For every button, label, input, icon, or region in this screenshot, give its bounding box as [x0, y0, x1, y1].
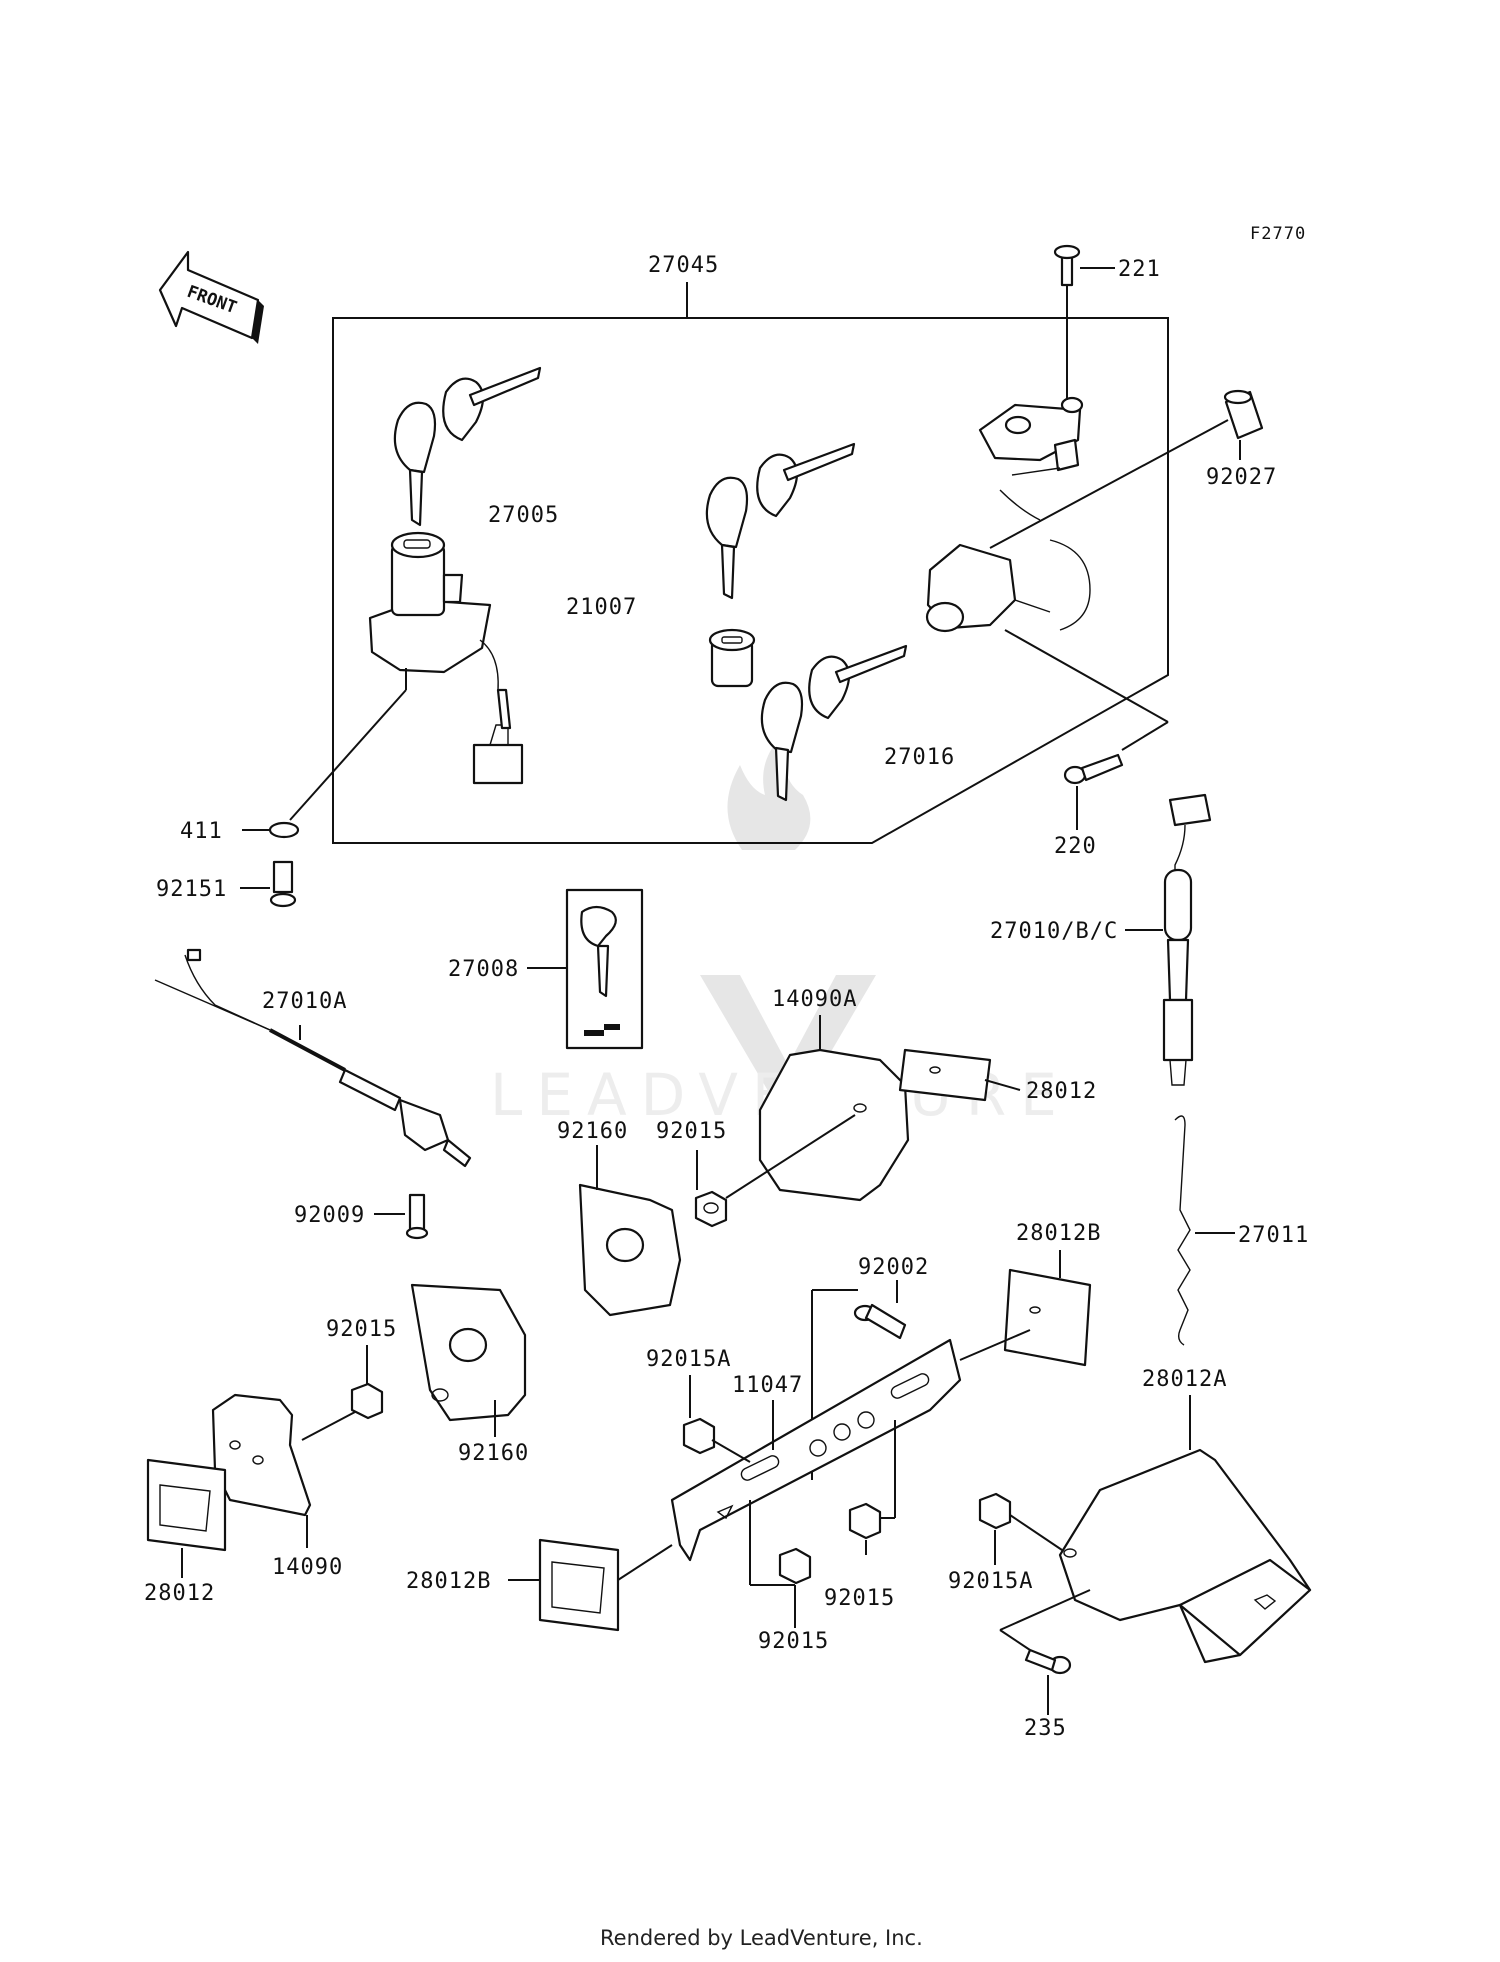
- label-28012-bottom[interactable]: 28012: [144, 1581, 215, 1606]
- label-92027[interactable]: 92027: [1206, 465, 1277, 490]
- label-221[interactable]: 221: [1118, 257, 1161, 282]
- cable-27010a: [154, 948, 472, 1168]
- key-card-27008: [527, 888, 644, 1050]
- nut-92015a-mid: [682, 1375, 751, 1463]
- label-411[interactable]: 411: [180, 819, 223, 844]
- sensor-27010bc: [1125, 793, 1212, 1086]
- cover-28012a: [1058, 1395, 1312, 1664]
- label-92015-left[interactable]: 92015: [326, 1317, 397, 1342]
- label-92015-bot1[interactable]: 92015: [758, 1629, 829, 1654]
- label-14090[interactable]: 14090: [272, 1555, 343, 1580]
- diagram-code: F2770: [1250, 224, 1306, 244]
- label-92015a-mid[interactable]: 92015A: [646, 1347, 731, 1372]
- label-11047[interactable]: 11047: [732, 1373, 803, 1398]
- nut-92015-bot2: [848, 1420, 896, 1555]
- nut-92015-top: [694, 1150, 728, 1228]
- nut-92015a-right: [978, 1492, 1063, 1565]
- label-92015-bot2[interactable]: 92015: [824, 1586, 895, 1611]
- label-27045[interactable]: 27045: [648, 253, 719, 278]
- reflector-28012-bottom: [146, 1458, 227, 1578]
- gasket-92160-top: [578, 1145, 682, 1317]
- bracket-14090: [211, 1393, 312, 1548]
- part-labels: 27045 221 92027 27005 21007 27016 220 41…: [144, 253, 1309, 1741]
- label-28012b-bottom[interactable]: 28012B: [406, 1569, 491, 1594]
- footer-credit: Rendered by LeadVenture, Inc.: [600, 1926, 923, 1950]
- label-92002[interactable]: 92002: [858, 1255, 929, 1280]
- label-92015-top[interactable]: 92015: [656, 1119, 727, 1144]
- label-27016[interactable]: 27016: [884, 745, 955, 770]
- screw-92009: [374, 1193, 429, 1240]
- screw-235: [999, 1589, 1091, 1715]
- reflector-28012b-top: [959, 1250, 1092, 1367]
- top-switch: [978, 244, 1115, 521]
- label-92009[interactable]: 92009: [294, 1203, 365, 1228]
- ignition-switch: [368, 531, 524, 785]
- gasket-92160-bottom: [410, 1283, 527, 1437]
- label-27008[interactable]: 27008: [448, 957, 519, 982]
- label-220[interactable]: 220: [1054, 834, 1097, 859]
- key-set-27005: [393, 366, 542, 527]
- kit-outline: [332, 282, 1169, 844]
- label-235[interactable]: 235: [1024, 1716, 1067, 1741]
- label-92151[interactable]: 92151: [156, 877, 227, 902]
- reflector-28012b-bottom: [508, 1538, 673, 1632]
- front-arrow-icon: FRONT: [158, 250, 264, 344]
- screw-220: [1004, 629, 1169, 830]
- label-28012b-top[interactable]: 28012B: [1016, 1221, 1101, 1246]
- bracket-11047: [670, 1338, 962, 1585]
- washer-411: [242, 668, 407, 839]
- label-92015a-right[interactable]: 92015A: [948, 1569, 1033, 1594]
- seat-lock-21007: [705, 442, 856, 688]
- label-92160-top[interactable]: 92160: [557, 1119, 628, 1144]
- label-92160-bottom[interactable]: 92160: [458, 1441, 529, 1466]
- label-27010bc[interactable]: 27010/B/C: [990, 919, 1118, 944]
- sleeve-92027: [989, 389, 1264, 549]
- bolt-92151: [240, 860, 297, 908]
- nut-92015-left: [301, 1345, 384, 1441]
- helmet-lock-27016: [760, 539, 1091, 802]
- label-28012-top[interactable]: 28012: [1026, 1079, 1097, 1104]
- label-27005[interactable]: 27005: [488, 503, 559, 528]
- label-28012a[interactable]: 28012A: [1142, 1367, 1227, 1392]
- label-14090a[interactable]: 14090A: [772, 987, 857, 1012]
- bracket-14090a: [725, 1015, 910, 1202]
- bolt-92002: [811, 1280, 907, 1480]
- label-27010a[interactable]: 27010A: [262, 989, 347, 1014]
- nut-92015-bot1: [750, 1547, 812, 1628]
- label-27011[interactable]: 27011: [1238, 1223, 1309, 1248]
- label-21007[interactable]: 21007: [566, 595, 637, 620]
- spring-27011: [1174, 1115, 1235, 1346]
- reflector-28012-top: [898, 1048, 1021, 1102]
